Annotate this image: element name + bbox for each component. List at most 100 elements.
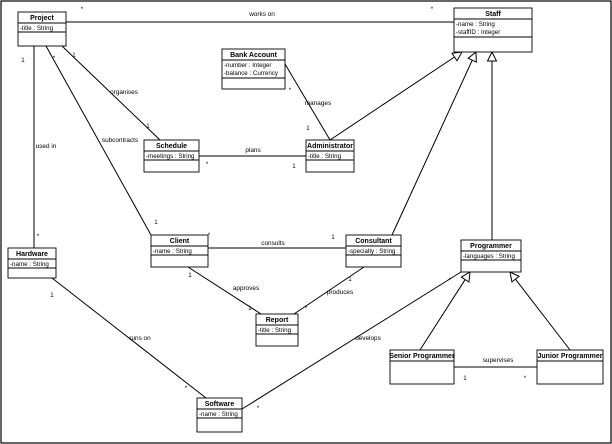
generalization-senior-programmer: [419, 271, 471, 351]
class-box-frame: [150, 234, 209, 268]
class-boxes: Project -title : String Staff -name : Strin…: [7, 7, 604, 433]
generalization-line: [391, 59, 473, 236]
association-manages-multiplicity-2: 1: [306, 125, 310, 132]
class-box-frame: [221, 48, 286, 90]
association-develops-line: [241, 271, 462, 410]
class-attribute: -name : String: [456, 21, 495, 28]
association-used-in-multiplicity-2: *: [37, 233, 40, 240]
class-box-bank: Bank Account -number : Integer-balance : …: [221, 48, 286, 90]
class-name: Hardware: [16, 251, 48, 258]
association-approves-line: [187, 266, 262, 315]
class-box-senior: Senior Programmer: [389, 349, 455, 385]
class-box-frame: [536, 349, 604, 385]
class-attribute: -title : String: [308, 153, 342, 160]
relationship-labels: works on * * organises 1 1 subcontracts * 1 used …: [21, 6, 527, 412]
generalization-arrowhead: [451, 51, 463, 62]
class-name: Report: [266, 317, 289, 324]
class-attribute: -name : String: [10, 261, 49, 268]
association-runs-on-multiplicity-1: 1: [50, 292, 54, 299]
association-plans-multiplicity-2: 1: [292, 163, 296, 170]
class-attribute: -name : String: [153, 248, 192, 255]
class-attribute: -languages : String: [463, 253, 515, 260]
association-subcontracts-label: subcontracts: [102, 137, 138, 144]
association-manages-multiplicity-1: *: [289, 87, 292, 94]
class-attribute: -staffID : Integer: [456, 29, 500, 36]
class-box-project: Project -title : String: [17, 11, 67, 47]
class-box-frame: [196, 397, 243, 433]
association-develops-label: develops: [355, 335, 381, 342]
class-name: Bank Account: [230, 52, 277, 59]
generalization-programmer-staff: [486, 50, 498, 240]
association-works-on-multiplicity-1: *: [81, 6, 84, 13]
class-attribute: -title : String: [258, 327, 292, 334]
association-runs-on-multiplicity-2: *: [185, 385, 188, 392]
association-runs-on-label: runs on: [129, 335, 151, 342]
association-supervises-label: supervises: [483, 357, 514, 364]
association-organises-label: organises: [110, 89, 138, 96]
generalization-arrowhead: [460, 271, 471, 283]
association-approves-label: approves: [233, 285, 259, 292]
association-supervises-multiplicity-2: *: [524, 375, 527, 382]
association-develops-multiplicity-2: *: [257, 405, 260, 412]
association-organises-multiplicity-2: 1: [146, 123, 150, 130]
association-manages-line: [284, 63, 331, 141]
class-box-frame: [453, 7, 533, 53]
association-produces-line: [293, 266, 365, 315]
class-box-administrator: Administrator -title : String: [305, 139, 355, 173]
class-name: Junior Programmer: [538, 353, 603, 360]
class-attribute: -balance : Currency: [224, 70, 279, 77]
association-organises-line: [61, 45, 161, 141]
association-subcontracts-multiplicity-1: *: [53, 55, 56, 62]
class-name: Client: [170, 238, 190, 245]
class-box-frame: [460, 239, 522, 273]
association-consults-multiplicity-1: *: [208, 232, 211, 239]
generalization-admin-staff: [329, 51, 463, 141]
association-plans-multiplicity-1: *: [206, 161, 209, 168]
class-box-schedule: Schedule-meetings : String: [143, 139, 200, 173]
class-box-consultant: Consultant-specialty : String: [345, 234, 402, 268]
class-name: Programmer: [470, 243, 512, 250]
class-box-staff: Staff -name : String-staffID : Integer: [453, 7, 533, 53]
relationship-lines: [33, 21, 571, 410]
association-subcontracts-line: [45, 45, 152, 236]
association-works-on-label: works on: [248, 11, 275, 18]
association-produces-multiplicity-1: 1: [348, 276, 352, 283]
generalization-arrowhead: [509, 271, 521, 283]
generalization-line: [515, 278, 571, 351]
class-name: Project: [30, 15, 54, 22]
generalization-line: [329, 56, 455, 141]
class-name: Administrator: [307, 143, 353, 150]
class-attribute: -meetings : String: [146, 153, 195, 160]
association-manages-label: manages: [305, 100, 331, 107]
class-name: Software: [205, 401, 235, 408]
class-box-software: Software-name : String: [196, 397, 243, 433]
association-works-on-multiplicity-2: *: [431, 6, 434, 13]
class-attribute: -title : String: [20, 25, 54, 32]
association-produces-multiplicity-2: *: [305, 305, 308, 312]
association-runs-on-line: [51, 277, 207, 399]
association-organises-multiplicity-1: 1: [72, 52, 76, 59]
generalization-junior-programmer: [509, 271, 571, 351]
association-approves-multiplicity-1: 1: [188, 272, 192, 279]
class-box-frame: [255, 313, 299, 347]
generalization-arrowhead: [486, 50, 498, 62]
class-name: Senior Programmer: [389, 353, 455, 360]
association-approves-multiplicity-2: 1: [248, 305, 252, 312]
association-consults-label: consults: [261, 240, 284, 247]
association-used-in-label: used in: [36, 143, 57, 150]
class-box-junior: Junior Programmer: [536, 349, 604, 385]
class-box-report: Report -title : String: [255, 313, 299, 347]
association-develops-multiplicity-1: *: [449, 277, 452, 284]
class-box-frame: [17, 11, 67, 47]
class-attribute: -number : Integer: [224, 62, 271, 69]
class-name: Consultant: [355, 238, 392, 245]
class-name: Staff: [485, 11, 501, 18]
generalization-consultant-staff: [391, 50, 477, 236]
generalization-line: [419, 279, 466, 351]
class-box-hardware: Hardware -name : String: [7, 247, 57, 279]
class-box-client: Client -name : String: [150, 234, 209, 268]
class-box-frame: [305, 139, 355, 173]
